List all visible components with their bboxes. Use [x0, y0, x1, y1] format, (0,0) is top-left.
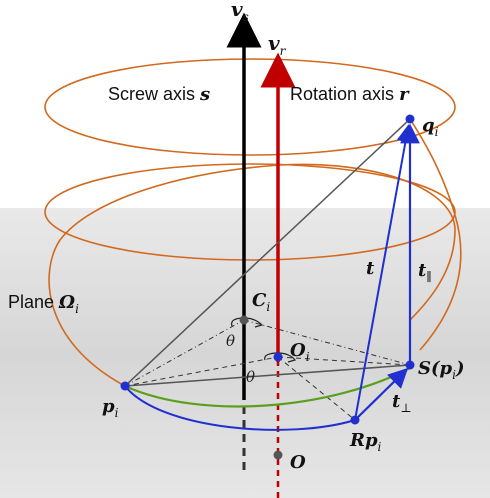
label-O: O	[290, 452, 306, 473]
point-Rp	[350, 415, 360, 425]
label-p: pi	[102, 396, 119, 420]
point-C	[239, 315, 249, 325]
line-p-to-q	[124, 118, 411, 387]
label-t-parallel: t∥	[418, 260, 432, 284]
line-p-to-O	[124, 356, 279, 387]
label-t: t	[366, 258, 375, 279]
arc-blue	[124, 385, 356, 431]
label-theta-C: θ	[226, 332, 235, 350]
label-O-i: Oi	[290, 340, 310, 364]
line-C-to-S	[243, 319, 411, 366]
label-v-r: vr	[268, 31, 287, 58]
label-v-s: vs	[231, 0, 249, 24]
helix-curve	[44, 58, 462, 387]
point-q	[405, 114, 415, 124]
label-q: qi	[422, 115, 439, 139]
line-p-to-S	[124, 364, 411, 387]
point-O-i	[273, 352, 283, 362]
line-O-to-S	[277, 356, 411, 366]
label-theta-O: θ	[246, 368, 255, 386]
label-C: Ci	[252, 290, 270, 314]
label-Rp: Rpi	[349, 430, 382, 454]
vector-t	[354, 124, 415, 421]
line-O-to-Rp	[277, 356, 356, 421]
vector-t-perp	[354, 367, 409, 421]
point-p	[120, 381, 130, 391]
point-S	[405, 360, 415, 370]
line-p-to-C	[124, 319, 245, 387]
label-S: S(pi)	[418, 358, 464, 382]
arc-green	[124, 367, 411, 408]
point-O	[273, 450, 283, 460]
label-t-perp: t⊥	[392, 391, 412, 415]
